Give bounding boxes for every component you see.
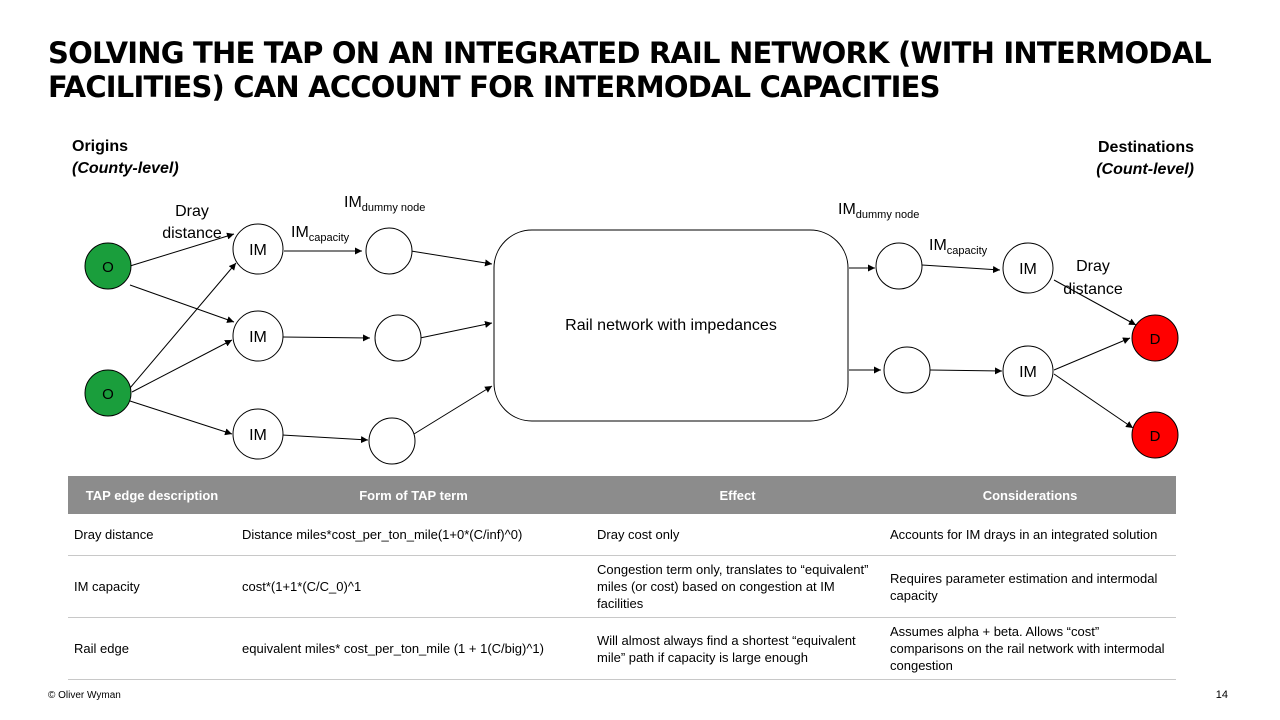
table-row: Rail edge equivalent miles* cost_per_ton… [68, 617, 1176, 680]
origin-node-label: O [102, 386, 114, 403]
edge-o2-im1 [129, 262, 237, 389]
column-header: Considerations [884, 476, 1176, 514]
dray-distance-label-line2: distance [162, 225, 222, 242]
edge-dummy4-im4 [921, 264, 1001, 274]
dummy-node [875, 242, 923, 290]
table-cell: Dray distance [68, 514, 236, 556]
table-cell: Accounts for IM drays in an integrated s… [884, 514, 1176, 556]
im-capacity-label: IMcapacity [291, 224, 350, 244]
page-title: Solving the TAP on an integrated rail ne… [48, 36, 1212, 104]
origins-header: Origins (County-level) [72, 136, 179, 180]
table-cell: IM capacity [68, 555, 236, 618]
edge-im3-dummy3 [281, 434, 369, 444]
im-node [232, 223, 284, 275]
page-number: 14 [1215, 689, 1228, 701]
destination-node [1131, 314, 1179, 362]
origin-node-label: O [102, 259, 114, 276]
origin-node [84, 369, 132, 417]
network-diagram: Rail network with impedances O O IM IM I… [84, 194, 1179, 465]
edge-im5-d1 [1053, 337, 1131, 371]
table-cell: Assumes alpha + beta. Allows “cost” comp… [884, 617, 1176, 680]
edge-im5-d2 [1053, 373, 1134, 429]
column-header: Form of TAP term [236, 476, 591, 514]
destination-node-label: D [1150, 428, 1161, 445]
im-node-label: IM [249, 329, 267, 346]
table-cell: Rail edge [68, 617, 236, 680]
im-node-label: IM [249, 242, 267, 259]
im-node-label: IM [1019, 364, 1037, 381]
table-cell: Dray cost only [591, 514, 884, 556]
table-row: Dray distance Distance miles*cost_per_to… [68, 514, 1176, 556]
edge-o1-im2 [129, 284, 235, 323]
dummy-node [365, 227, 413, 275]
edge-o1-im1 [129, 232, 235, 267]
destinations-sublabel: (Count-level) [1096, 161, 1194, 178]
rail-network-label: Rail network with impedances [565, 317, 777, 334]
table-cell: cost*(1+1*(C/C_0)^1 [236, 555, 591, 618]
edge-im4-d1 [1053, 279, 1137, 326]
edge-dummy1-rail [410, 250, 493, 267]
edge-o2-im2 [131, 339, 233, 393]
destination-node [1131, 411, 1179, 459]
destination-node-label: D [1150, 331, 1161, 348]
table-cell: Distance miles*cost_per_ton_mile(1+0*(C/… [236, 514, 591, 556]
origins-label: Origins [72, 138, 129, 155]
column-header: Effect [591, 476, 884, 514]
edge-dummy2-rail [419, 321, 493, 339]
copyright-footer: © Oliver Wyman [48, 690, 121, 701]
im-node [1002, 345, 1054, 397]
origins-sublabel: (County-level) [72, 160, 179, 177]
table-row: IM capacity cost*(1+1*(C/C_0)^1 Congesti… [68, 555, 1176, 618]
table-cell: Requires parameter estimation and interm… [884, 555, 1176, 618]
im-dummy-node-label: IMdummy node [344, 194, 425, 214]
im-node [232, 408, 284, 460]
destinations-label: Destinations [1097, 139, 1194, 156]
im-node-label: IM [249, 427, 267, 444]
table-header-row: TAP edge description Form of TAP term Ef… [68, 476, 1176, 514]
column-header: TAP edge description [68, 476, 236, 514]
table-cell: equivalent miles* cost_per_ton_mile (1 +… [236, 617, 591, 680]
table-cell: Will almost always find a shortest “equi… [591, 617, 884, 680]
im-dummy-node-label: IMdummy node [838, 201, 919, 221]
dummy-node [374, 314, 422, 362]
im-node [1002, 242, 1054, 294]
table-cell: Congestion term only, translates to “equ… [591, 555, 884, 618]
edge-dummy3-rail [413, 385, 493, 435]
rail-network-box [493, 229, 849, 422]
edges [129, 232, 1137, 444]
destinations-header: Destinations (Count-level) [1096, 137, 1194, 181]
origin-node [84, 242, 132, 290]
dummy-node [883, 346, 931, 394]
im-node-label: IM [1019, 261, 1037, 278]
tap-terms-table: TAP edge description Form of TAP term Ef… [68, 476, 1176, 680]
im-capacity-label: IMcapacity [929, 237, 988, 257]
dray-distance-label-line1: Dray [1076, 258, 1110, 275]
dray-distance-label-line2: distance [1063, 281, 1123, 298]
im-node [232, 310, 284, 362]
edge-o2-im3 [129, 400, 233, 436]
dray-distance-label-line1: Dray [175, 203, 209, 220]
dummy-node [368, 417, 416, 465]
edge-dummy5-im5 [929, 367, 1003, 375]
edge-im2-dummy2 [281, 334, 371, 342]
